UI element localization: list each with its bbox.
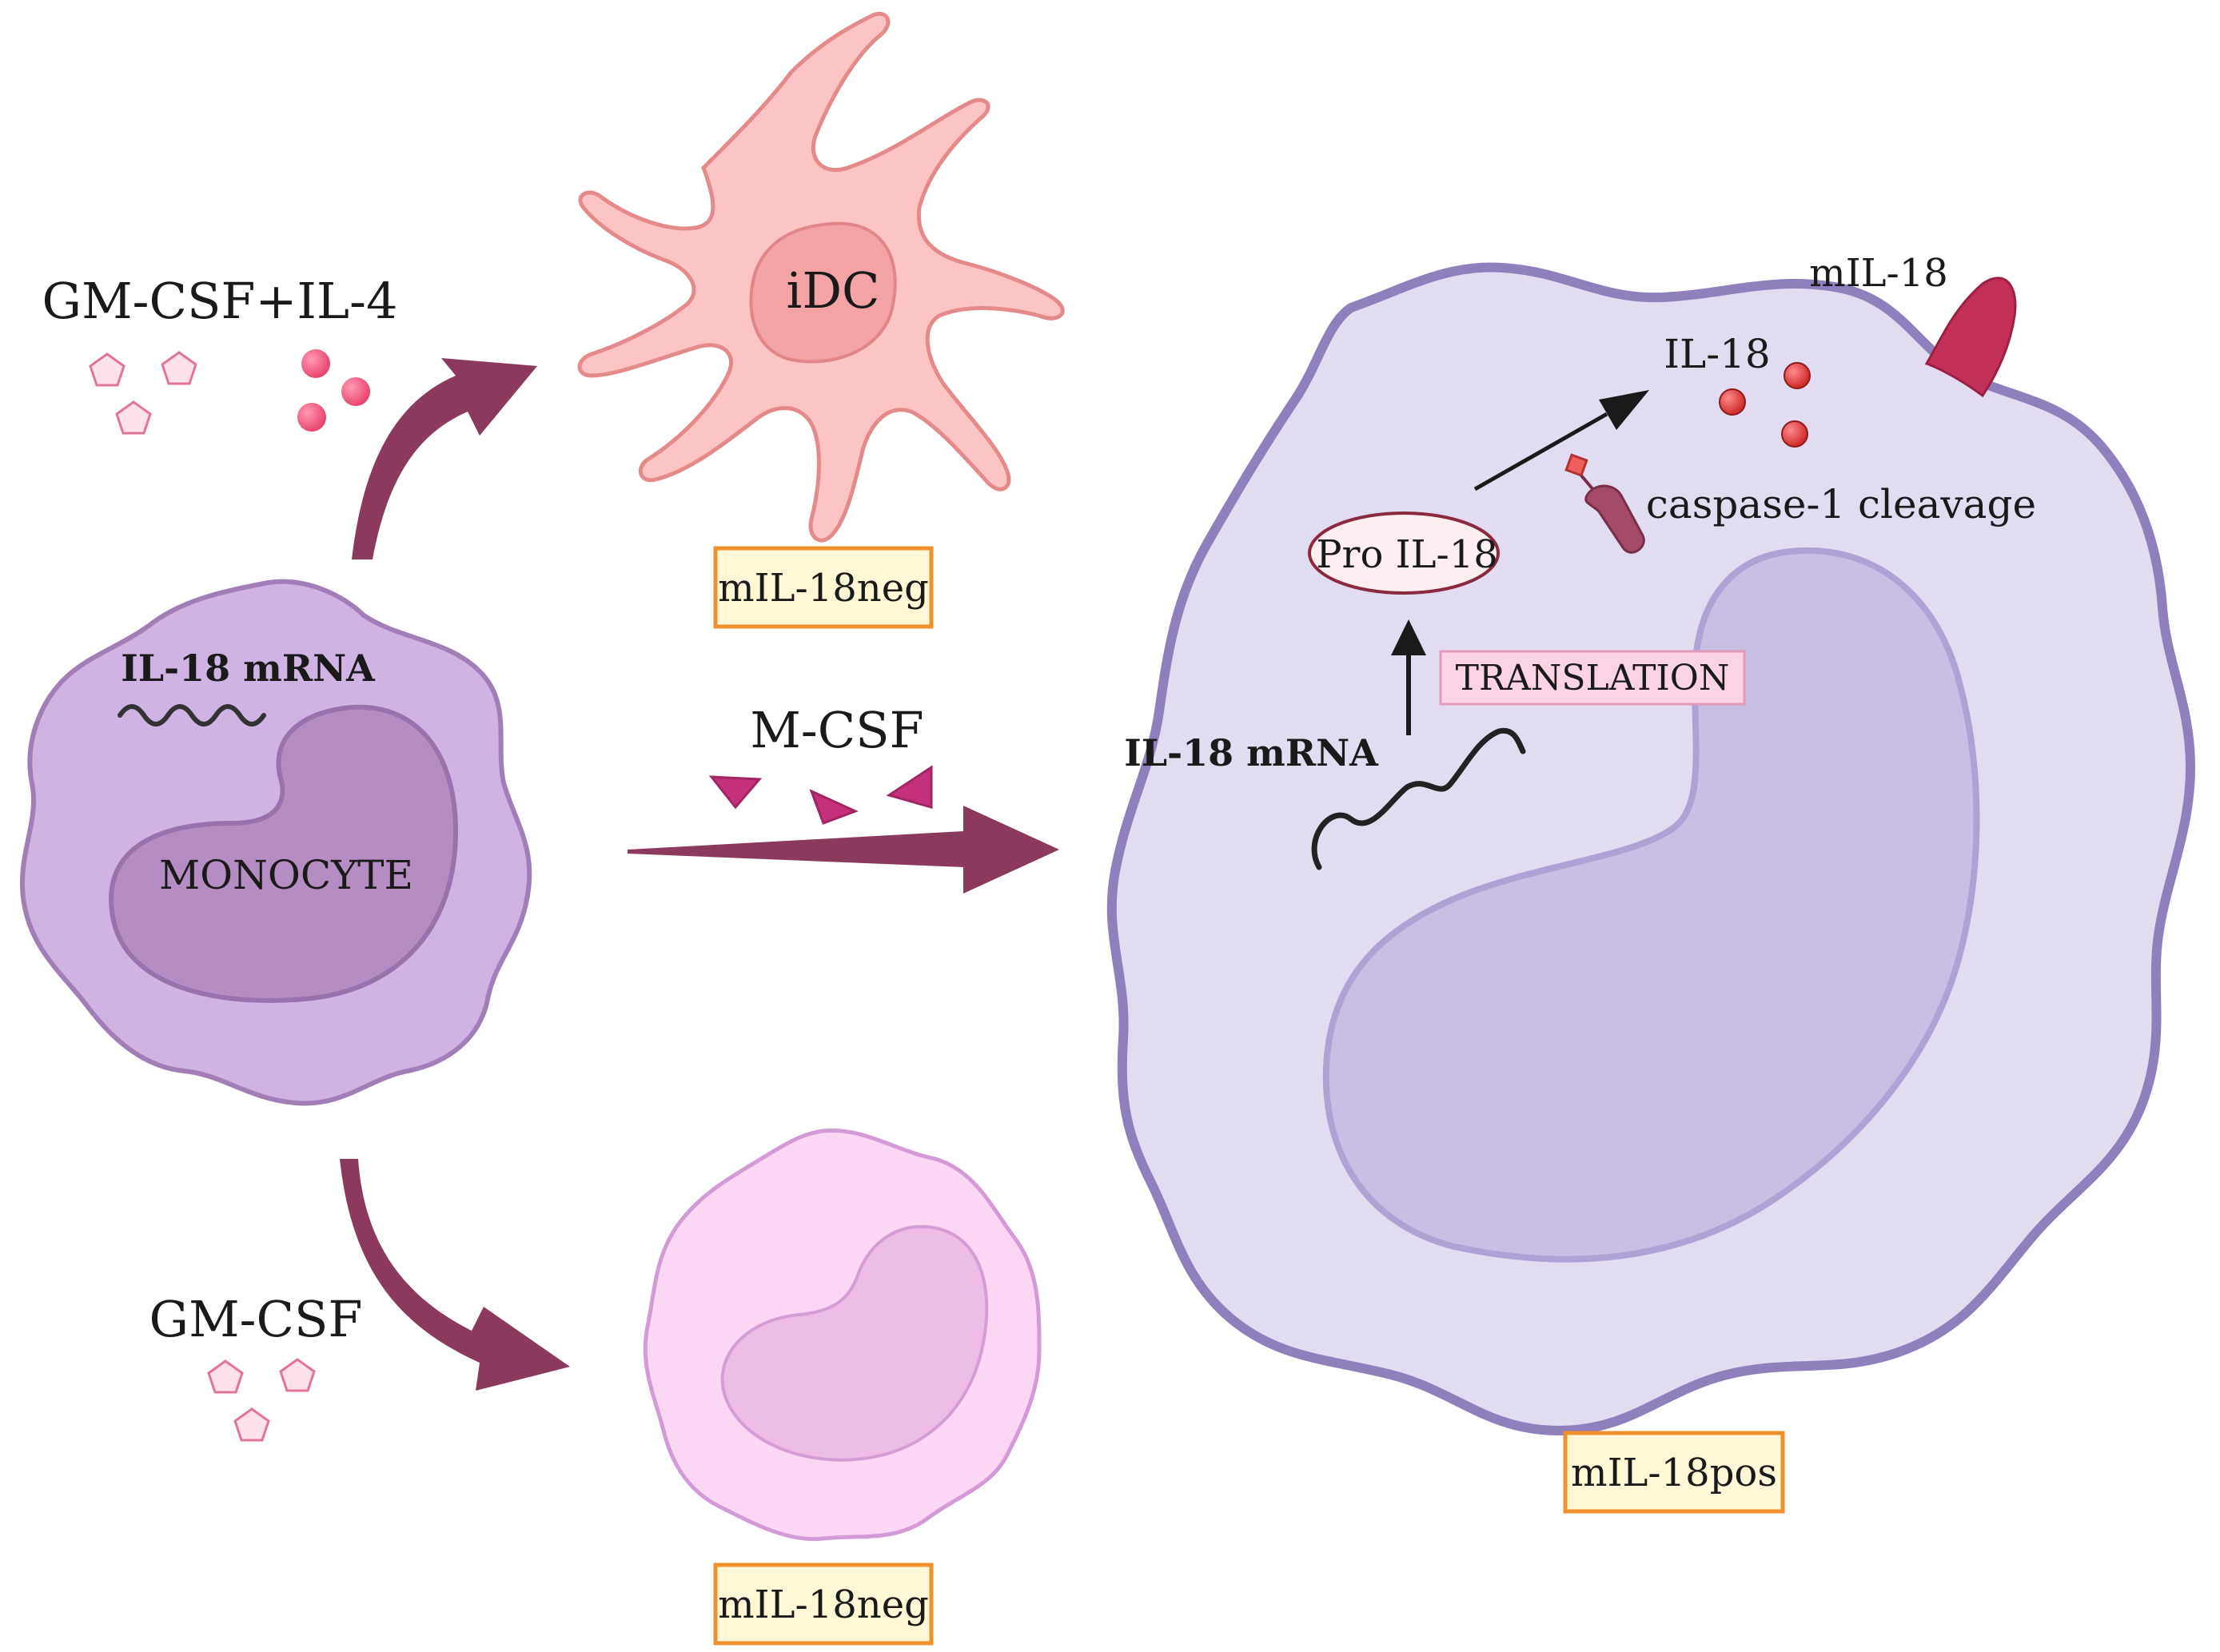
il4-dots: [297, 349, 370, 432]
pentagon-icon: [207, 1359, 244, 1394]
gm-cell-nucleus: [720, 1224, 989, 1462]
processing-arrowhead: [1599, 390, 1649, 430]
dot-icon: [1781, 420, 1808, 448]
pro-il18-oval: [1308, 512, 1500, 595]
monocyte-label: MONOCYTE: [159, 852, 413, 898]
dot-icon: [301, 349, 330, 378]
membrane-il18-icon: [1924, 277, 2017, 398]
pro-il18-label: Pro IL-18: [1316, 532, 1498, 577]
il18-label: IL-18: [1664, 331, 1770, 377]
translation-arrowhead: [1391, 619, 1426, 655]
monocyte-nucleus: [109, 704, 459, 1003]
top-status-label: mIL-18neg: [718, 566, 929, 611]
idc-nucleus: [749, 221, 897, 364]
il18-dots: [1719, 362, 1811, 448]
macrophage-status-box: mIL-18pos: [1563, 1431, 1785, 1514]
translation-label: TRANSLATION: [1456, 658, 1730, 699]
triangle-icon: [708, 775, 763, 810]
dot-icon: [1719, 388, 1746, 416]
gm-csf-pentagons-top: [89, 351, 197, 435]
top-arrow: [352, 358, 537, 559]
gm-csf-cell: [643, 1128, 1042, 1542]
processing-arrow-line: [1473, 412, 1608, 492]
macrophage-cell: mIL-18 IL-18 caspase-1 cleavage Pro IL-1…: [1106, 251, 2196, 1436]
caspase-label: caspase-1 cleavage: [1646, 481, 2036, 527]
idc-cell: iDC: [577, 11, 1065, 543]
monocyte-mrna-label: IL-18 mRNA: [121, 647, 376, 690]
top-stimulus-label: GM-CSF+IL-4: [42, 272, 398, 330]
bottom-arrow: [340, 1159, 570, 1391]
m-csf-triangles: [708, 765, 933, 825]
pentagon-icon: [279, 1358, 316, 1392]
dot-icon: [297, 403, 326, 432]
macrophage-status-label: mIL-18pos: [1571, 1451, 1777, 1495]
dot-icon: [341, 377, 370, 406]
pentagon-icon: [233, 1407, 270, 1442]
triangle-icon: [809, 789, 859, 825]
gm-csf-pentagons-bottom: [207, 1358, 316, 1442]
dot-icon: [1784, 362, 1811, 389]
macrophage-mrna-label: IL-18 mRNA: [1124, 731, 1379, 774]
bottom-status-box: mIL-18neg: [713, 1562, 934, 1646]
bottom-status-label: mIL-18neg: [718, 1582, 929, 1627]
mrna-squiggle-icon: [1311, 727, 1526, 870]
middle-stimulus-label: M-CSF: [750, 701, 923, 759]
mrna-squiggle-icon: [118, 704, 266, 726]
idc-label: iDC: [787, 261, 880, 320]
caspase-icon: [1564, 453, 1645, 554]
top-status-box: mIL-18neg: [713, 546, 934, 629]
triangle-icon: [886, 765, 933, 809]
monocyte-cell: IL-18 mRNA MONOCYTE: [19, 579, 532, 1106]
pentagon-icon: [161, 351, 197, 385]
translation-box: [1439, 650, 1746, 706]
pentagon-icon: [89, 352, 126, 387]
pentagon-icon: [115, 400, 152, 435]
macrophage-nucleus: [1322, 547, 1980, 1263]
bottom-stimulus-label: GM-CSF: [149, 1290, 363, 1348]
middle-arrow: [628, 806, 1059, 894]
membrane-il18-label: mIL-18: [1809, 251, 1948, 296]
